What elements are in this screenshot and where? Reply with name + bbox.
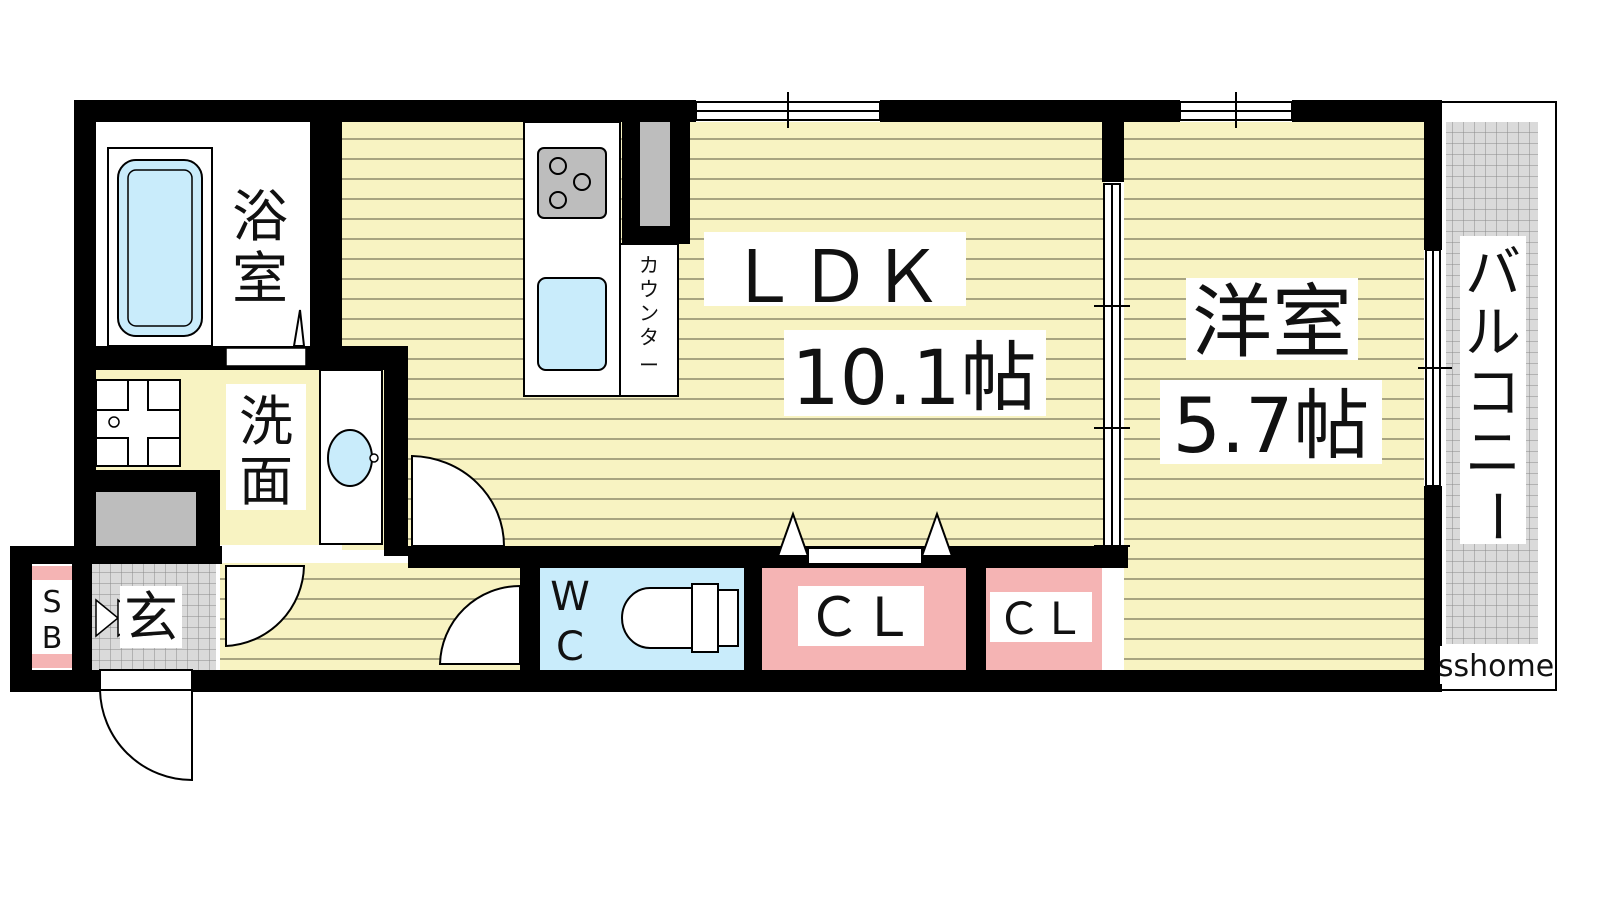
shoebox-label-2: B bbox=[42, 621, 63, 656]
counter-label-4: タ bbox=[639, 325, 659, 349]
sliding-door-western[interactable] bbox=[1094, 183, 1130, 549]
shoebox-floor bbox=[32, 566, 72, 670]
wc-door[interactable] bbox=[438, 584, 521, 665]
balcony-label-1: バ bbox=[1465, 241, 1521, 306]
washing-machine-pan bbox=[95, 379, 181, 467]
toilet bbox=[621, 583, 739, 653]
bathroom bbox=[107, 147, 307, 367]
doors[interactable] bbox=[98, 454, 521, 782]
wc-label-2: C bbox=[556, 624, 584, 670]
watermark-label: sshome bbox=[1438, 649, 1554, 684]
counter-label-2: ウ bbox=[639, 277, 659, 301]
counter-label-3: ン bbox=[639, 301, 659, 325]
stove-burner-icon bbox=[549, 157, 591, 209]
shoebox-pink-bottom bbox=[32, 654, 72, 668]
bath-door-triangle-icon bbox=[292, 309, 306, 347]
counter-label-5: ー bbox=[639, 353, 659, 377]
labels: ＬＤＫ 10.1帖 洋室 5.7帖 浴 室 洗 面 玄 S B W C ＣＬ Ｃ… bbox=[42, 185, 1554, 684]
ldk-size-label: 10.1帖 bbox=[791, 333, 1036, 422]
balcony-label-3: コ bbox=[1465, 361, 1521, 426]
ldk-label: ＬＤＫ bbox=[727, 235, 943, 319]
stove bbox=[537, 147, 607, 219]
closet-door-markers bbox=[776, 511, 954, 565]
closet2-label: ＣＬ bbox=[997, 594, 1085, 645]
balcony bbox=[1437, 101, 1557, 691]
ldk-door[interactable] bbox=[411, 454, 506, 547]
drain-icon bbox=[108, 416, 120, 428]
balcony-label-bg bbox=[1460, 236, 1526, 544]
wash-basin bbox=[327, 429, 373, 487]
bath-label-1: 浴 bbox=[232, 185, 288, 250]
storage-block bbox=[96, 492, 196, 546]
kitchen-counter bbox=[523, 121, 679, 397]
wash-label-2: 面 bbox=[239, 450, 293, 513]
wash-label-1: 洗 bbox=[239, 390, 293, 453]
entrance-label: 玄 bbox=[124, 586, 178, 649]
balcony-label-5: ー bbox=[1463, 488, 1528, 544]
toilet-bowl-icon bbox=[621, 587, 693, 649]
entrance-door[interactable] bbox=[98, 689, 193, 782]
balcony-label-4: ニ bbox=[1465, 421, 1521, 486]
bath-label-2: 室 bbox=[232, 247, 288, 312]
closet1-label: ＣＬ bbox=[807, 586, 915, 649]
fridge bbox=[640, 122, 670, 226]
wash-room bbox=[95, 369, 383, 546]
wc-label-1: W bbox=[550, 574, 590, 620]
western-size-label: 5.7帖 bbox=[1173, 381, 1370, 470]
balcony-label-2: ル bbox=[1465, 301, 1521, 366]
wash-door[interactable] bbox=[225, 565, 306, 648]
western-label: 洋室 bbox=[1192, 276, 1352, 369]
shoebox-pink bbox=[32, 566, 72, 580]
counter-label-1: カ bbox=[639, 253, 659, 277]
bar-counter bbox=[619, 243, 679, 397]
windows bbox=[695, 92, 1452, 487]
shoebox-label-1: S bbox=[42, 585, 61, 620]
kitchen-sink bbox=[537, 277, 607, 371]
